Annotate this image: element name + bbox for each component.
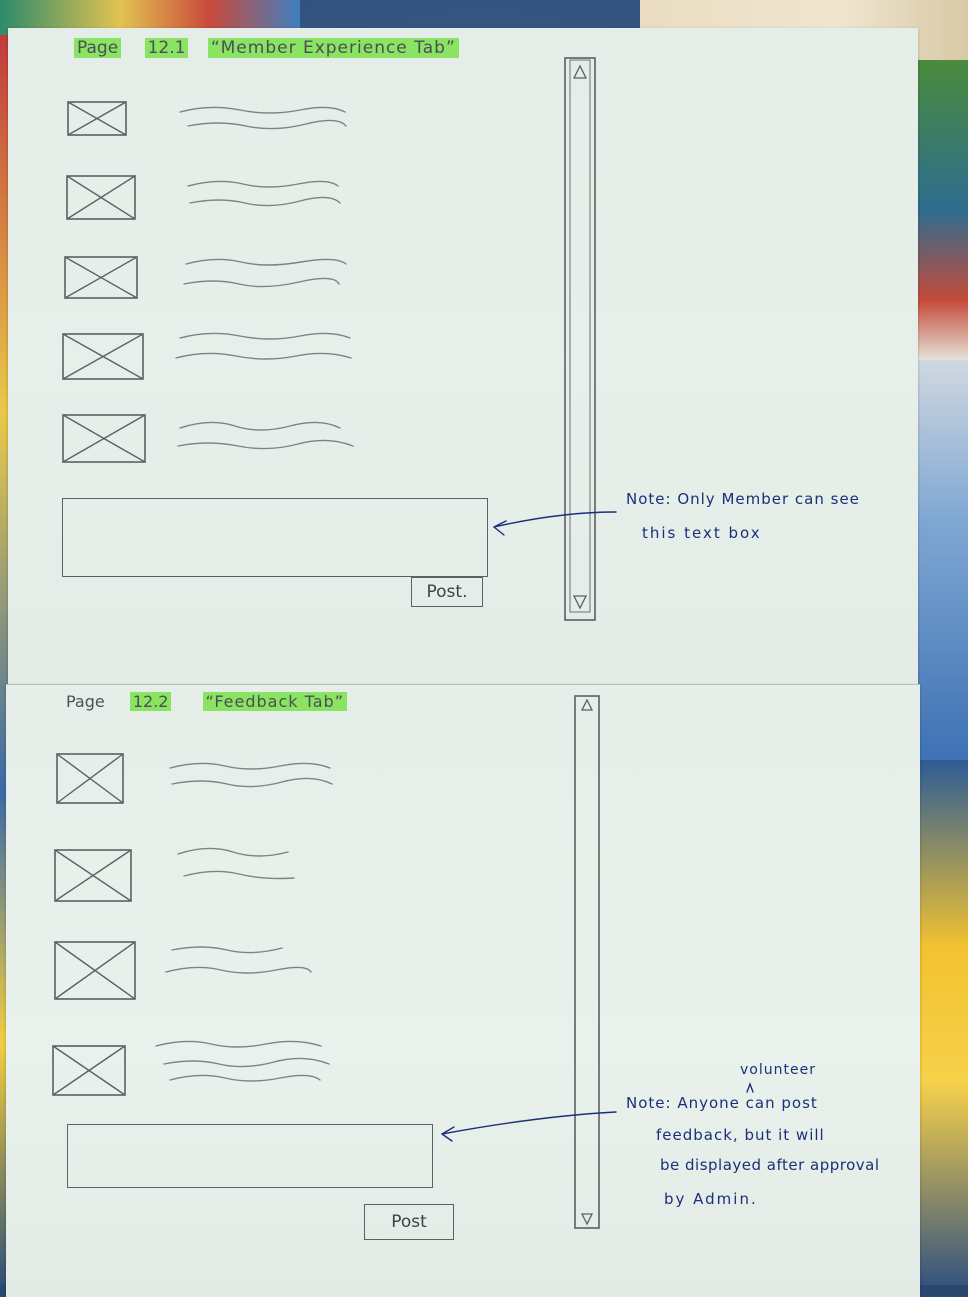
page-label: Page xyxy=(74,38,122,58)
post-button[interactable]: Post xyxy=(364,1204,454,1240)
image-placeholder-icon xyxy=(66,175,136,220)
page-header: Page 12.1 “Member Experience Tab” xyxy=(74,38,459,58)
background-mat xyxy=(915,760,968,1296)
background-mat xyxy=(0,35,10,1296)
background-mat xyxy=(915,360,968,760)
note-line: Note: Anyone can post xyxy=(626,1094,818,1112)
scroll-down-icon xyxy=(580,1213,594,1226)
image-placeholder-icon xyxy=(52,1045,126,1096)
wireframe-sheet-member-experience xyxy=(8,28,918,688)
image-placeholder-icon xyxy=(64,256,138,299)
feedback-textbox[interactable] xyxy=(67,1124,433,1188)
tab-title: “Feedback Tab” xyxy=(202,692,347,711)
note-line: this text box xyxy=(642,524,762,542)
note-line: by Admin. xyxy=(664,1190,758,1208)
page-label: Page xyxy=(66,692,105,711)
image-placeholder-icon xyxy=(54,941,136,1000)
page-number: 12.2 xyxy=(129,692,172,711)
scroll-down-icon xyxy=(572,595,588,610)
page-header: Page 12.2 “Feedback Tab” xyxy=(66,692,347,711)
scroll-up-icon xyxy=(580,698,594,711)
vertical-scrollbar[interactable] xyxy=(563,56,599,624)
page-number: 12.1 xyxy=(144,38,189,58)
vertical-scrollbar[interactable] xyxy=(573,694,603,1232)
image-placeholder-icon xyxy=(67,101,127,136)
image-placeholder-icon xyxy=(62,333,144,380)
note-line: Note: Only Member can see xyxy=(626,490,860,508)
note-line: feedback, but it will xyxy=(656,1126,825,1144)
member-post-textbox[interactable] xyxy=(62,498,488,577)
note-insert: volunteer xyxy=(740,1062,816,1078)
scroll-up-icon xyxy=(572,64,588,79)
image-placeholder-icon xyxy=(56,753,124,804)
tab-title: “Member Experience Tab” xyxy=(207,38,459,58)
post-button[interactable]: Post. xyxy=(411,577,483,607)
note-line: be displayed after approval xyxy=(660,1156,880,1174)
image-placeholder-icon xyxy=(62,414,146,463)
image-placeholder-icon xyxy=(54,849,132,902)
wireframe-sheet-feedback xyxy=(6,684,920,1297)
